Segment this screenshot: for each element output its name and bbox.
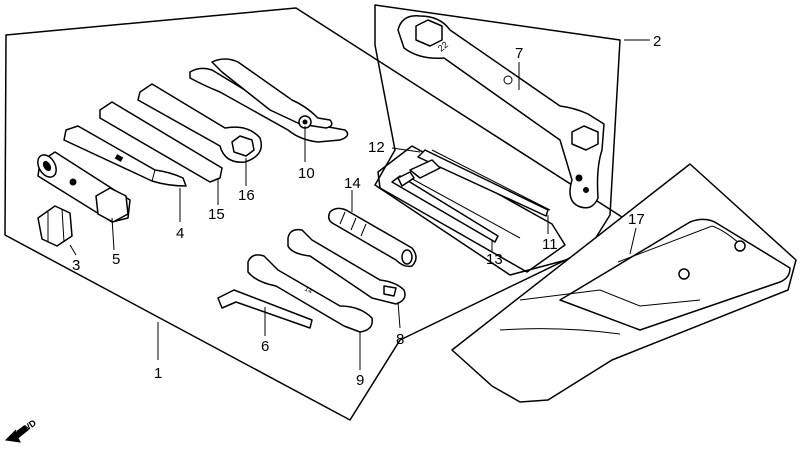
callout-14: 14 (344, 175, 361, 192)
callout-1: 1 (154, 365, 162, 382)
callout-9: 9 (356, 372, 364, 389)
svg-text:22: 22 (436, 39, 450, 53)
part-3-nut (37, 205, 73, 247)
leader-lines (69, 39, 650, 370)
part-8-open-wrench (287, 228, 406, 305)
part-5-plug-socket (37, 151, 131, 223)
part-9-open-wrench: 14 (247, 254, 373, 333)
callout-11: 11 (542, 236, 558, 253)
part-16-box-wrench (137, 83, 263, 163)
callout-12: 12 (368, 139, 385, 156)
part-14-handle (327, 207, 417, 268)
callout-17: 17 (628, 211, 645, 228)
part-17-tool-bag (451, 163, 797, 403)
callout-15: 15 (208, 206, 225, 223)
callout-10: 10 (298, 165, 315, 182)
part-13-screwdriver (391, 171, 521, 243)
callout-5: 5 (112, 251, 120, 268)
callout-labels: 1 2 3 4 5 6 7 8 9 10 11 12 13 14 15 16 1… (72, 33, 661, 389)
part-10-pliers (189, 58, 349, 143)
callout-4: 4 (176, 225, 184, 242)
callout-7: 7 (515, 45, 523, 62)
svg-text:14: 14 (303, 286, 313, 296)
callout-13: 13 (486, 251, 503, 268)
part-7-box-wrench: 22 (397, 15, 605, 209)
wrench-set-outline (374, 4, 621, 276)
callout-8: 8 (396, 331, 404, 348)
callout-6: 6 (261, 338, 269, 355)
forward-arrow-icon (4, 425, 29, 443)
part-4-lever (63, 125, 187, 187)
screwdriver-set-outline (377, 145, 566, 273)
part-15-flat-tool (99, 101, 223, 183)
forward-direction-indicator: FWD (4, 417, 38, 443)
callout-3: 3 (72, 257, 80, 274)
callout-2: 2 (653, 33, 661, 50)
callout-16: 16 (238, 187, 255, 204)
forward-label: FWD (15, 417, 38, 437)
tool-kit-outline (4, 7, 637, 421)
part-12-screwdriver (409, 149, 551, 217)
